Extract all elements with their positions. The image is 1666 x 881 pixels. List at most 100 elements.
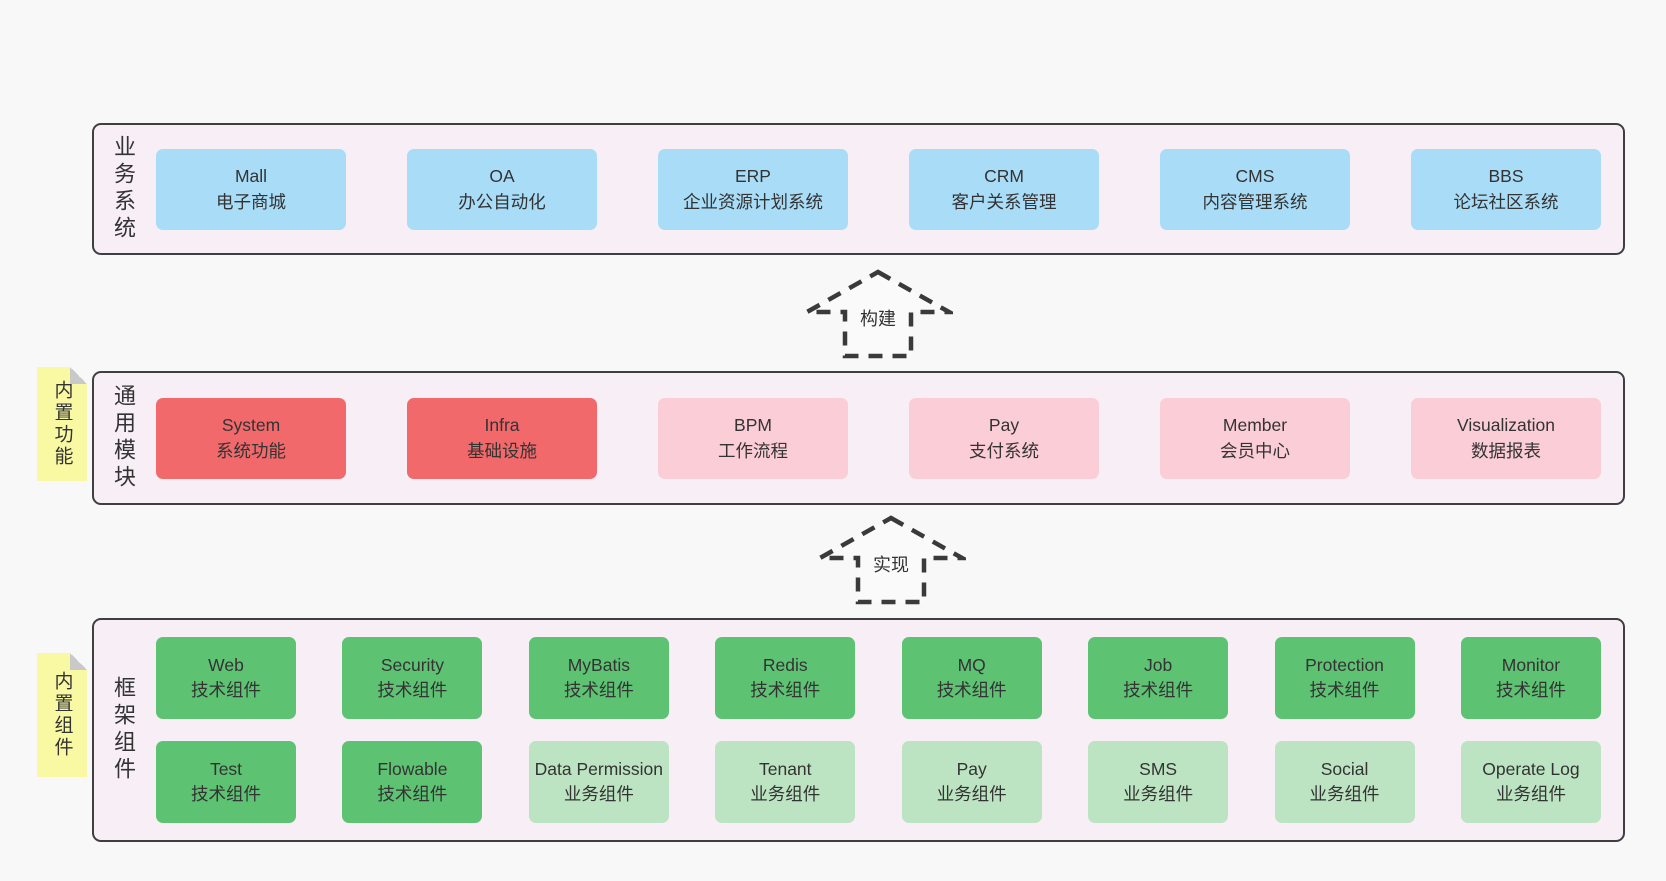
node-title: Web — [208, 655, 244, 675]
node-mq: MQ 技术组件 — [901, 637, 1042, 719]
band-business-systems: 业务系统 Mall 电子商城 OA 办公自动化 ERP 企业资源计划系统 CRM… — [92, 123, 1625, 255]
node-subtitle: 支付系统 — [969, 441, 1039, 461]
node-title: Protection — [1305, 655, 1384, 675]
fold-corner-icon — [70, 367, 87, 384]
band-business-row: Mall 电子商城 OA 办公自动化 ERP 企业资源计划系统 CRM 客户关系… — [142, 125, 1623, 253]
node-monitor: Monitor 技术组件 — [1460, 637, 1601, 719]
band-framework-components: 框架组件 Web 技术组件 Security 技术组件 MyBatis 技术组件… — [92, 618, 1625, 842]
node-title: Visualization — [1457, 415, 1555, 435]
band-modules-row: System 系统功能 Infra 基础设施 BPM 工作流程 Pay 支付系统… — [142, 373, 1623, 503]
node-infra: Infra 基础设施 — [407, 397, 597, 479]
components-row-1: Web 技术组件 Security 技术组件 MyBatis 技术组件 Redi… — [156, 637, 1601, 719]
arrow-implement-label: 实现 — [869, 550, 913, 578]
node-title: Test — [209, 759, 243, 779]
components-row-2: Test 技术组件 Flowable 技术组件 Data Permission … — [156, 741, 1601, 823]
node-title: MyBatis — [567, 655, 630, 675]
node-web: Web 技术组件 — [156, 637, 296, 719]
node-operate-log: Operate Log 业务组件 — [1460, 741, 1601, 823]
node-subtitle: 技术组件 — [563, 680, 634, 700]
node-title: Operate Log — [1482, 759, 1580, 779]
node-title: SMS — [1139, 759, 1178, 779]
node-subtitle: 企业资源计划系统 — [683, 192, 823, 212]
node-oa: OA 办公自动化 — [407, 148, 597, 230]
node-mybatis: MyBatis 技术组件 — [528, 637, 669, 719]
node-title: BPM — [734, 415, 772, 435]
node-title: Monitor — [1501, 655, 1561, 675]
sticky-built-in-components: 内置组件 — [37, 653, 87, 777]
node-title: Social — [1320, 759, 1369, 779]
node-protection: Protection 技术组件 — [1274, 637, 1415, 719]
node-security: Security 技术组件 — [342, 637, 483, 719]
node-subtitle: 办公自动化 — [458, 192, 546, 212]
node-subtitle: 业务组件 — [1309, 784, 1380, 804]
node-title: Redis — [762, 655, 808, 675]
node-data-permission: Data Permission 业务组件 — [528, 741, 669, 823]
node-bpm: BPM 工作流程 — [658, 397, 848, 479]
arrow-implement: 实现 — [816, 514, 966, 606]
node-subtitle: 技术组件 — [936, 680, 1007, 700]
node-title: OA — [489, 166, 515, 186]
node-subtitle: 技术组件 — [191, 784, 261, 804]
node-subtitle: 系统功能 — [216, 441, 286, 461]
sticky-label: 内置组件 — [51, 671, 73, 759]
arrow-build: 构建 — [803, 268, 953, 360]
node-erp: ERP 企业资源计划系统 — [658, 148, 848, 230]
node-tenant: Tenant 业务组件 — [715, 741, 856, 823]
node-job: Job 技术组件 — [1088, 637, 1229, 719]
node-crm: CRM 客户关系管理 — [909, 148, 1099, 230]
node-title: Tenant — [758, 759, 812, 779]
node-subtitle: 客户关系管理 — [951, 192, 1057, 212]
node-title: ERP — [735, 166, 771, 186]
node-subtitle: 业务组件 — [1495, 784, 1566, 804]
node-bbs: BBS 论坛社区系统 — [1411, 148, 1601, 230]
node-title: Flowable — [377, 759, 448, 779]
node-title: System — [221, 415, 281, 435]
node-social: Social 业务组件 — [1274, 741, 1415, 823]
node-subtitle: 会员中心 — [1220, 441, 1290, 461]
band-components-label: 框架组件 — [111, 676, 136, 784]
node-subtitle: 数据报表 — [1471, 441, 1541, 461]
node-subtitle: 技术组件 — [1495, 680, 1566, 700]
band-common-modules: 通用模块 System 系统功能 Infra 基础设施 BPM 工作流程 Pay… — [92, 371, 1625, 505]
node-subtitle: 业务组件 — [1123, 784, 1194, 804]
node-subtitle: 业务组件 — [563, 784, 634, 804]
node-title: MQ — [957, 655, 986, 675]
node-test: Test 技术组件 — [156, 741, 296, 823]
node-subtitle: 内容管理系统 — [1202, 192, 1308, 212]
band-modules-label: 通用模块 — [111, 384, 136, 492]
node-subtitle: 工作流程 — [718, 441, 788, 461]
node-subtitle: 技术组件 — [377, 784, 448, 804]
node-subtitle: 电子商城 — [216, 192, 286, 212]
node-title: CRM — [984, 166, 1024, 186]
node-pay: Pay 支付系统 — [909, 397, 1099, 479]
node-sms: SMS 业务组件 — [1088, 741, 1229, 823]
node-subtitle: 技术组件 — [377, 680, 448, 700]
node-title: CMS — [1235, 166, 1275, 186]
node-title: Member — [1222, 415, 1288, 435]
node-title: Pay — [956, 759, 987, 779]
node-title: BBS — [1488, 166, 1524, 186]
node-cms: CMS 内容管理系统 — [1160, 148, 1350, 230]
node-subtitle: 论坛社区系统 — [1453, 192, 1559, 212]
node-subtitle: 业务组件 — [750, 784, 821, 804]
node-visualization: Visualization 数据报表 — [1411, 397, 1601, 479]
node-title: Pay — [988, 415, 1020, 435]
arrow-build-label: 构建 — [856, 304, 900, 332]
node-mall: Mall 电子商城 — [156, 148, 346, 230]
node-subtitle: 技术组件 — [1309, 680, 1380, 700]
node-title: Data Permission — [534, 759, 664, 779]
node-subtitle: 技术组件 — [750, 680, 821, 700]
node-redis: Redis 技术组件 — [715, 637, 856, 719]
sticky-built-in-functions: 内置功能 — [37, 367, 87, 481]
node-title: Security — [380, 655, 445, 675]
sticky-label: 内置功能 — [51, 380, 73, 468]
node-pay-biz: Pay 业务组件 — [901, 741, 1042, 823]
band-components-grid: Web 技术组件 Security 技术组件 MyBatis 技术组件 Redi… — [142, 620, 1623, 840]
node-flowable: Flowable 技术组件 — [342, 741, 483, 823]
node-title: Job — [1144, 655, 1173, 675]
node-subtitle: 技术组件 — [191, 680, 261, 700]
node-subtitle: 基础设施 — [467, 441, 537, 461]
fold-corner-icon — [70, 653, 87, 670]
node-system: System 系统功能 — [156, 397, 346, 479]
